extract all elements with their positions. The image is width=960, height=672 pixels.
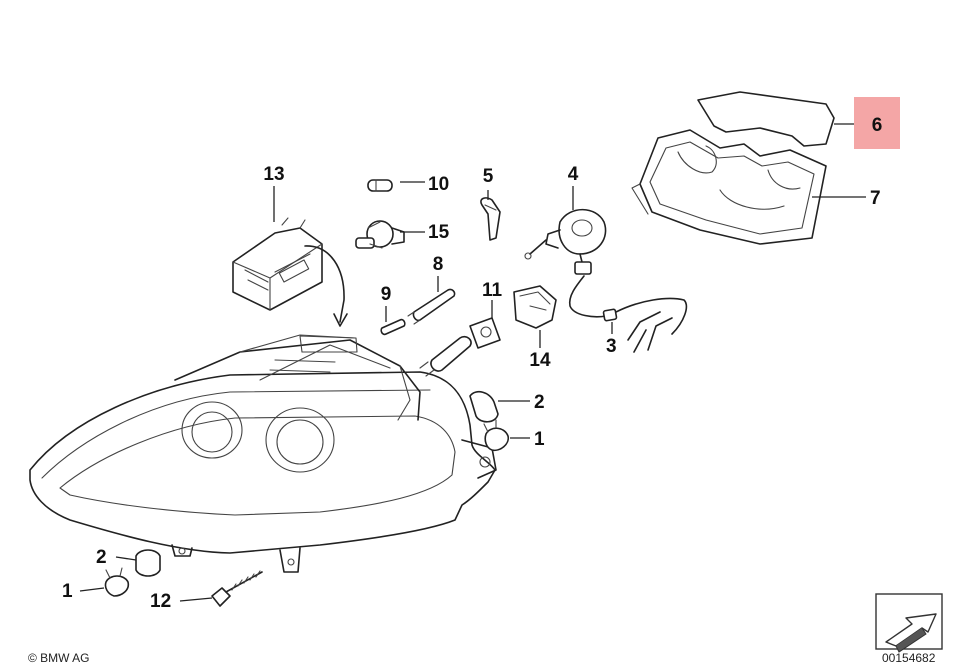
part-4-adjuster-motor	[524, 208, 607, 275]
part-12-screw	[211, 570, 263, 607]
part-2-bulb-upper	[469, 390, 499, 423]
part-3-wiring-harness	[568, 275, 688, 353]
callout-8[interactable]: 8	[433, 254, 444, 275]
part-10-bulb	[367, 179, 393, 192]
diagram-number: 00154682	[882, 651, 936, 665]
part-8-bulb	[407, 288, 456, 325]
part-14-retainer	[513, 285, 557, 329]
callout-2-lower[interactable]: 2	[96, 547, 107, 568]
callout-14[interactable]: 14	[529, 350, 551, 371]
callout-11[interactable]: 11	[482, 280, 503, 301]
callout-13[interactable]: 13	[263, 164, 284, 185]
part-5-clip	[480, 197, 501, 241]
part-2-bulb-lower	[135, 549, 161, 577]
callout-2-upper[interactable]: 2	[534, 392, 545, 413]
part-1-socket-upper	[483, 419, 510, 452]
headlight-housing-drawing	[29, 334, 497, 573]
part-13-control-module	[232, 217, 348, 327]
callout-10[interactable]: 10	[428, 174, 449, 195]
callout-12[interactable]: 12	[150, 591, 171, 612]
part-6-gasket	[697, 91, 835, 147]
part-15-bulb-socket	[355, 220, 405, 249]
leader-lines	[79, 123, 866, 602]
direction-arrow-icon	[875, 593, 943, 653]
callout-6-highlight	[854, 97, 900, 149]
part-11-bulb	[419, 317, 501, 377]
callout-1-lower[interactable]: 1	[62, 581, 73, 602]
part-7-cover	[631, 129, 827, 245]
callout-1-upper[interactable]: 1	[534, 429, 545, 450]
part-1-socket-lower	[104, 567, 130, 597]
callout-4[interactable]: 4	[568, 164, 579, 185]
callout-5[interactable]: 5	[483, 166, 494, 187]
callout-15[interactable]: 15	[428, 222, 450, 243]
callout-9[interactable]: 9	[381, 284, 392, 305]
callout-3[interactable]: 3	[606, 336, 617, 357]
copyright-text: © BMW AG	[28, 651, 90, 665]
part-9-bulb	[380, 318, 406, 336]
callout-7[interactable]: 7	[870, 188, 881, 209]
callout-6[interactable]: 6	[872, 115, 883, 136]
